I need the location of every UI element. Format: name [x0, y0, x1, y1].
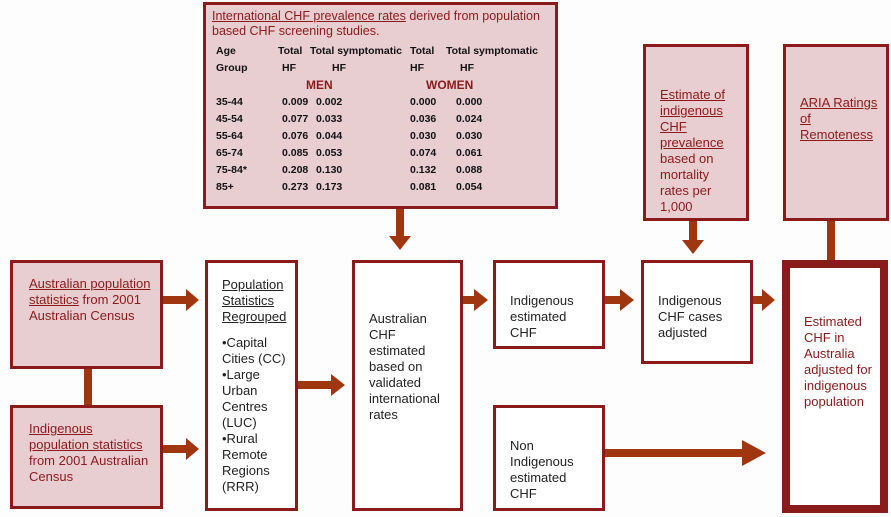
table-cell: 0.074: [410, 146, 437, 159]
table-cell: 0.000: [410, 95, 437, 108]
aus-pop-box: Australian population statistics from 20…: [10, 260, 163, 369]
table-cell: 85+: [216, 180, 234, 193]
table-cell: 0.173: [316, 180, 343, 193]
regrouped-title: Population Statistics Regrouped: [222, 277, 287, 324]
table-cell: 65-74: [216, 146, 243, 159]
prevalence-box: International CHF prevalence rates deriv…: [203, 2, 558, 209]
table-cell: 75-84*: [216, 163, 247, 176]
header-cell: Total: [410, 44, 435, 57]
ind-adjusted-box: Indigenous CHF cases adjusted: [641, 260, 753, 364]
header-cell: HF: [410, 61, 424, 74]
table-cell: 45-54: [216, 112, 243, 125]
aria-link[interactable]: ARIA Ratings of Remoteness: [800, 95, 878, 142]
men-label: MEN: [306, 77, 333, 92]
regrouped-item: •Rural Remote Regions (RRR): [222, 431, 270, 494]
regrouped-item: •Capital Cities (CC): [222, 335, 286, 366]
ind-est-box: Indigenous estimated CHF: [493, 260, 605, 349]
final-estimate-text: Estimated CHF in Australia adjusted for …: [804, 314, 872, 409]
aus-pop-text: from 2001 Australian Census: [29, 292, 141, 323]
line-aus-to-ind-pop: [84, 368, 92, 406]
final-estimate-box: Estimated CHF in Australia adjusted for …: [782, 260, 888, 513]
table-row: 55-64 0.076 0.044 0.030 0.030: [216, 127, 546, 144]
table-cell: 0.009: [282, 95, 309, 108]
regrouped-item: •Large Urban Centres (LUC): [222, 367, 268, 430]
aus-chf-text: Australian CHF estimated based on valida…: [369, 311, 440, 422]
table-row: 65-74 0.085 0.053 0.074 0.061: [216, 144, 546, 161]
indigenous-estimate-link[interactable]: Estimate of indigenous CHF prevalence: [660, 87, 726, 150]
table-cell: 0.033: [316, 112, 343, 125]
indigenous-estimate-box: Estimate of indigenous CHF prevalence ba…: [643, 44, 749, 221]
arrow-to-ind-adjusted: [604, 289, 634, 311]
table-cell: 0.054: [456, 180, 483, 193]
table-row: 85+ 0.273 0.173 0.081 0.054: [216, 178, 546, 195]
header-cell: Total symptomatic: [446, 44, 538, 57]
prevalence-table: Age Total Total symptomatic Total Total …: [216, 42, 546, 195]
arrow-non-ind-to-final: [604, 440, 766, 466]
table-cell: 35-44: [216, 95, 243, 108]
sex-row: MEN WOMEN: [216, 76, 546, 93]
arrow-estimate-to-adjusted: [682, 220, 704, 254]
table-cell: 0.085: [282, 146, 309, 159]
table-cell: 0.132: [410, 163, 437, 176]
table-cell: 0.088: [456, 163, 483, 176]
arrow-aus-pop: [162, 289, 199, 311]
regrouped-box: Population Statistics Regrouped •Capital…: [205, 260, 298, 511]
aus-pop-link[interactable]: Australian population statistics: [29, 276, 151, 307]
table-cell: 0.130: [316, 163, 343, 176]
header-cell: HF: [460, 61, 474, 74]
table-row: 75-84* 0.208 0.130 0.132 0.088: [216, 161, 546, 178]
arrow-ind-pop: [162, 438, 199, 460]
prevalence-title: derived from population based CHF screen…: [212, 9, 540, 38]
women-label: WOMEN: [426, 77, 474, 92]
arrow-regrouped: [297, 374, 345, 396]
ind-pop-box: Indigenous population statistics from 20…: [10, 405, 163, 509]
ind-est-text: Indigenous estimated CHF: [510, 293, 574, 340]
header-cell: Group: [216, 61, 248, 74]
table-row: 35-44 0.009 0.002 0.000 0.000: [216, 93, 546, 110]
indigenous-estimate-text: based on mortality rates per 1,000: [660, 151, 714, 214]
table-row: 45-54 0.077 0.033 0.036 0.024: [216, 110, 546, 127]
aus-chf-box: Australian CHF estimated based on valida…: [352, 260, 463, 511]
table-cell: 0.273: [282, 180, 309, 193]
table-cell: 0.053: [316, 146, 343, 159]
header-cell: Age: [216, 44, 236, 57]
table-cell: 55-64: [216, 129, 243, 142]
table-cell: 0.024: [456, 112, 483, 125]
table-cell: 0.036: [410, 112, 437, 125]
table-cell: 0.076: [282, 129, 309, 142]
table-cell: 0.044: [316, 129, 343, 142]
arrow-to-final: [752, 289, 775, 311]
table-cell: 0.030: [410, 129, 437, 142]
header-cell: HF: [332, 61, 346, 74]
line-aria-to-final: [827, 220, 835, 262]
header-cell: Total symptomatic: [310, 44, 402, 57]
table-cell: 0.002: [316, 95, 343, 108]
table-cell: 0.208: [282, 163, 309, 176]
non-ind-est-text: Non Indigenous estimated CHF: [510, 438, 574, 501]
non-ind-est-box: Non Indigenous estimated CHF: [493, 405, 605, 511]
table-header-row: Group HF HF HF HF: [216, 59, 546, 76]
arrow-to-ind-est: [462, 289, 488, 311]
ind-pop-text: from 2001 Australian Census: [29, 453, 149, 484]
table-cell: 0.077: [282, 112, 309, 125]
arrow-prevalence-to-aus-chf: [389, 208, 411, 250]
table-cell: 0.081: [410, 180, 437, 193]
table-cell: 0.061: [456, 146, 483, 159]
header-cell: Total: [278, 44, 303, 57]
table-cell: 0.030: [456, 129, 483, 142]
ind-pop-link[interactable]: Indigenous population statistics: [29, 421, 143, 452]
aria-box: ARIA Ratings of Remoteness: [783, 44, 889, 221]
ind-adjusted-text: Indigenous CHF cases adjusted: [658, 293, 723, 340]
prevalence-title-link[interactable]: International CHF prevalence rates: [212, 9, 406, 23]
header-cell: HF: [282, 61, 296, 74]
table-cell: 0.000: [456, 95, 483, 108]
table-header-row: Age Total Total symptomatic Total Total …: [216, 42, 546, 59]
